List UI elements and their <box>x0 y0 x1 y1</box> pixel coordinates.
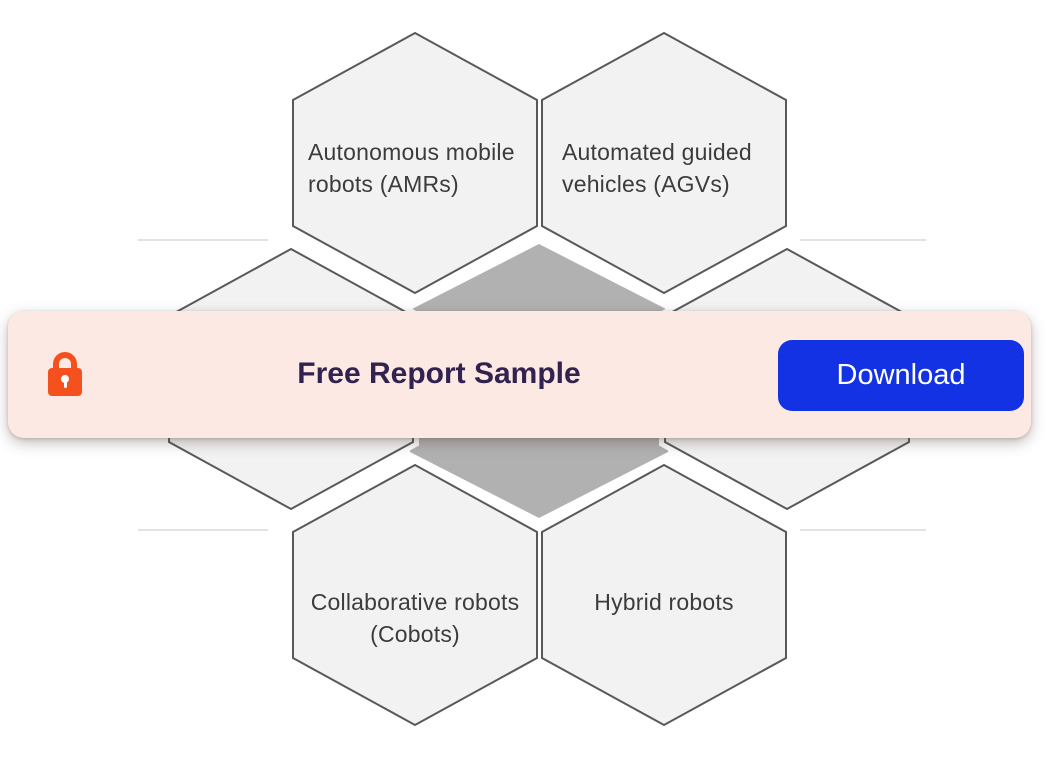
download-button[interactable]: Download <box>778 340 1024 411</box>
hexagon-label-cobots: Collaborative robots (Cobots) <box>310 589 520 647</box>
hexagon-label-agv: Automated guided vehicles (AGVs) <box>562 139 752 197</box>
lock-keyhole <box>61 375 69 383</box>
hexagon-agv <box>541 31 787 295</box>
divider-line-bottom-left <box>138 529 268 531</box>
divider-line-top-left <box>138 239 268 241</box>
hexagon-label-amr: Autonomous mobile robots (AMRs) <box>308 139 515 197</box>
hexagon-amr <box>292 31 538 295</box>
lock-icon <box>48 352 82 396</box>
divider-line-top-right <box>800 239 926 241</box>
divider-line-bottom-right <box>800 529 926 531</box>
hexagon-cobots <box>292 463 538 727</box>
banner-title: Free Report Sample <box>297 357 581 390</box>
hexagon-hybrid <box>541 463 787 727</box>
hexagon-label-hybrid: Hybrid robots <box>594 589 734 615</box>
lock-keyhole-stem <box>63 380 67 388</box>
lock-shackle <box>53 352 77 378</box>
